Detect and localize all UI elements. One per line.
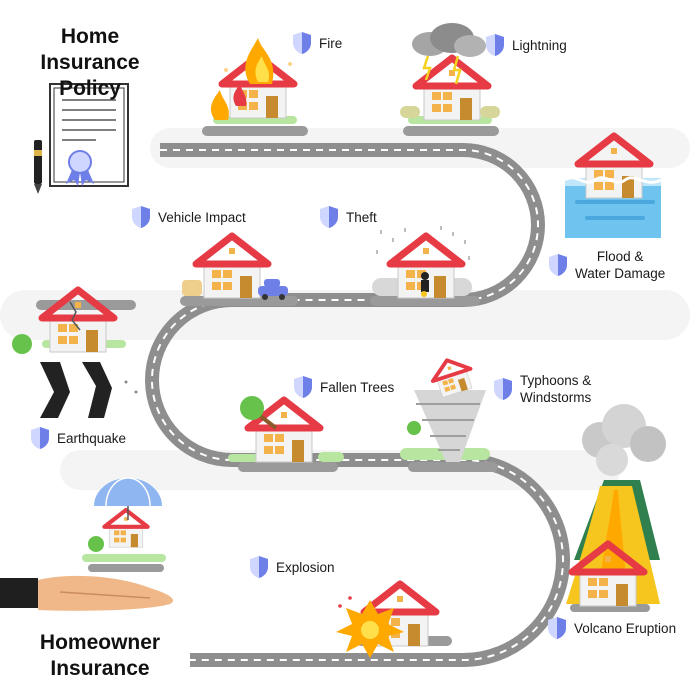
policy-title-line2: Policy bbox=[59, 77, 121, 100]
flood-scene bbox=[564, 136, 662, 238]
policy-title-line1: Home Insurance bbox=[40, 25, 140, 74]
shield-icon bbox=[548, 617, 566, 639]
fallen-trees-scene bbox=[228, 396, 344, 462]
shield-icon bbox=[250, 556, 268, 578]
fire-scene bbox=[210, 38, 297, 124]
earthquake-scene bbox=[12, 290, 138, 418]
peril-vehicle-impact-label: Vehicle Impact bbox=[158, 209, 246, 225]
peril-flood: Flood & Water Damage bbox=[549, 248, 665, 282]
peril-flood-label-line2: Water Damage bbox=[575, 266, 666, 281]
explosion-scene bbox=[336, 584, 436, 658]
peril-volcano-label: Volcano Eruption bbox=[574, 620, 677, 636]
theft-scene bbox=[372, 226, 472, 298]
peril-lightning-label: Lightning bbox=[512, 37, 567, 53]
umbrella-house-scene bbox=[82, 477, 166, 562]
peril-typhoons-label-line2: Windstorms bbox=[520, 390, 592, 405]
pen-icon bbox=[34, 140, 42, 194]
peril-fire: Fire bbox=[293, 32, 342, 54]
peril-earthquake: Earthquake bbox=[31, 427, 126, 449]
certificate-document-icon bbox=[49, 83, 129, 187]
peril-vehicle-impact: Vehicle Impact bbox=[132, 206, 246, 228]
peril-earthquake-label: Earthquake bbox=[57, 430, 127, 446]
peril-typhoons-label-line1: Typhoons & bbox=[520, 373, 592, 388]
peril-fire-label: Fire bbox=[319, 35, 343, 51]
peril-flood-label-line1: Flood & bbox=[596, 249, 644, 264]
shield-icon bbox=[320, 206, 338, 228]
peril-typhoons-label: Typhoons & Windstorms bbox=[520, 372, 591, 406]
shield-icon bbox=[31, 427, 49, 449]
peril-volcano: Volcano Eruption bbox=[548, 617, 676, 639]
typhoon-scene bbox=[400, 352, 490, 462]
peril-theft: Theft bbox=[320, 206, 377, 228]
vehicle-impact-scene bbox=[182, 236, 288, 300]
peril-explosion: Explosion bbox=[250, 556, 335, 578]
winding-road bbox=[145, 143, 570, 667]
peril-typhoons: Typhoons & Windstorms bbox=[494, 372, 591, 406]
hand-icon bbox=[0, 575, 174, 611]
homeowner-title-line2: Insurance bbox=[50, 657, 150, 680]
homeowner-title-line1: Homeowner bbox=[39, 631, 161, 654]
peril-flood-label: Flood & Water Damage bbox=[575, 248, 665, 282]
shield-icon bbox=[494, 378, 512, 400]
shield-icon bbox=[132, 206, 150, 228]
policy-title: Home Insurance Policy bbox=[10, 24, 170, 102]
homeowner-title: Homeowner Insurance bbox=[20, 630, 180, 682]
peril-explosion-label: Explosion bbox=[276, 559, 335, 575]
peril-fallen-trees: Fallen Trees bbox=[294, 376, 394, 398]
lightning-scene bbox=[400, 23, 500, 124]
shield-icon bbox=[294, 376, 312, 398]
shield-icon bbox=[486, 34, 504, 56]
volcano-scene bbox=[566, 404, 666, 606]
peril-lightning: Lightning bbox=[486, 34, 567, 56]
shield-icon bbox=[293, 32, 311, 54]
shield-icon bbox=[549, 254, 567, 276]
peril-fallen-trees-label: Fallen Trees bbox=[320, 379, 395, 395]
peril-theft-label: Theft bbox=[346, 209, 377, 225]
